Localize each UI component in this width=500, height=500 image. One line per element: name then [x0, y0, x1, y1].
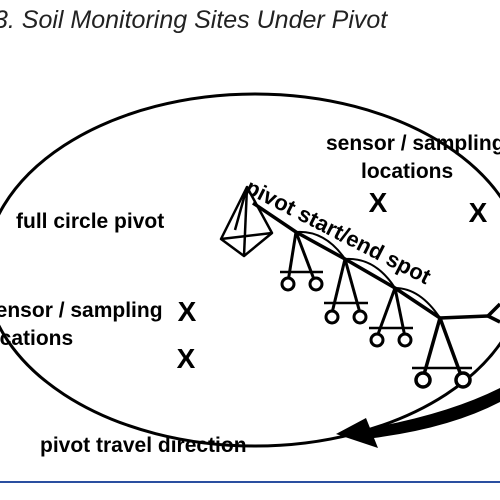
- footer-divider: [0, 481, 500, 483]
- sensor-label-right-line2: locations: [361, 160, 453, 183]
- sample-marker-3: X: [178, 296, 197, 327]
- page-title: 3. Soil Monitoring Sites Under Pivot: [0, 6, 388, 34]
- field-boundary: [0, 92, 500, 448]
- pivot-type-label: full circle pivot: [16, 210, 164, 233]
- pivot-lateral-arm: [252, 201, 489, 320]
- pivot-tower-4-icon: [412, 317, 472, 389]
- pivot-field-diagram: full circle pivot pivot start/end spot s…: [0, 92, 500, 457]
- sensor-label-right-line1: sensor / sampling: [326, 132, 500, 155]
- sample-marker-1: X: [369, 187, 388, 218]
- pivot-tower-3-icon: [369, 287, 413, 348]
- travel-direction-label: pivot travel direction: [40, 434, 247, 457]
- sensor-label-left-line1: sensor / sampling: [0, 299, 163, 322]
- pivot-tower-2-icon: [324, 258, 368, 325]
- sample-marker-4: X: [177, 343, 196, 374]
- pivot-center-icon: [219, 185, 274, 258]
- sample-marker-2: X: [469, 197, 488, 228]
- pivot-span-arcs: [295, 230, 441, 319]
- travel-direction-arrow: [336, 388, 500, 448]
- pivot-end-gun-icon: [486, 302, 500, 324]
- sensor-label-left-line2: locations: [0, 327, 73, 350]
- pivot-tower-1-icon: [280, 231, 324, 292]
